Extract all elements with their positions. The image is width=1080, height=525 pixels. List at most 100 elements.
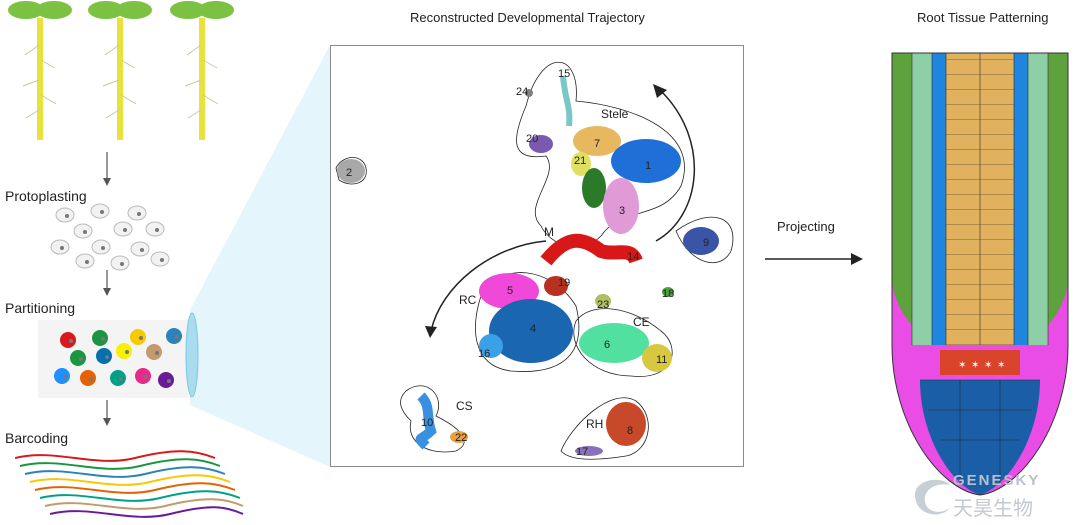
region-label-m: M (544, 225, 554, 239)
region-label-stele: Stele (601, 107, 629, 121)
droplet (135, 368, 151, 384)
cluster-3-points (603, 178, 639, 234)
cluster-label: 2 (346, 167, 352, 179)
cluster-label: 22 (455, 432, 467, 444)
arrowhead (425, 326, 437, 338)
seedlings-illustration (8, 1, 234, 140)
cluster-points (337, 75, 719, 456)
cluster-label: 1 (645, 160, 651, 172)
rc-region-outline (475, 272, 580, 372)
cluster-2-outline (335, 157, 367, 185)
cluster-17-points (575, 446, 603, 456)
region-label-cs: CS (456, 399, 473, 413)
seedling (170, 1, 234, 140)
cluster-label: 6 (604, 339, 610, 351)
region-label-ce: CE (633, 315, 650, 329)
rh-region-outline (560, 397, 649, 460)
projecting-arrow (765, 253, 863, 265)
qc-star-icon: ✶ (971, 360, 979, 371)
rc-trajectory-arrow (430, 240, 547, 332)
droplet (166, 328, 182, 344)
cluster-15-points (560, 75, 573, 127)
cluster-23-points (595, 294, 611, 308)
cluster-10-points (415, 392, 437, 450)
cluster-19-points (544, 276, 568, 296)
cluster-label: 19 (558, 277, 570, 289)
region-label-rc: RC (459, 293, 477, 307)
cluster-11-points (642, 344, 672, 372)
cluster-21-points (571, 152, 591, 176)
logo-mark-icon (915, 479, 950, 515)
step-barcoding-label: Barcoding (5, 430, 69, 446)
qc-star-icon: ✶ (958, 360, 966, 371)
cluster-20-points (529, 135, 553, 153)
droplet (158, 372, 174, 388)
droplet (70, 350, 86, 366)
cluster-label: 4 (530, 323, 536, 335)
seedling (8, 1, 72, 140)
projecting-label: Projecting (777, 219, 835, 234)
barcodes-illustration (15, 450, 244, 518)
droplet (80, 370, 96, 386)
right-panel-title: Root Tissue Patterning (917, 10, 1049, 25)
cluster-label: 18 (662, 288, 674, 300)
cluster-24-points (525, 89, 533, 97)
cluster-16-points (479, 334, 503, 358)
droplet (54, 368, 70, 384)
droplet (116, 343, 132, 359)
cs-region-outline (400, 385, 465, 453)
droplet (146, 344, 162, 360)
cluster-label: 11 (656, 354, 667, 366)
tsne-plot: Stele M RC CE CS RH 1 2 3 4 5 6 7 8 9 10… (330, 45, 744, 467)
cluster-label: 20 (526, 133, 538, 145)
cluster-label: 10 (421, 417, 433, 429)
cluster-9-outline (675, 216, 734, 264)
cluster-label: 21 (574, 155, 586, 167)
stele-trajectory-arrow (655, 90, 696, 242)
qc-star-icon: ✶ (997, 360, 1005, 371)
droplet (130, 329, 146, 345)
cluster-1-points (611, 139, 681, 183)
cluster-label: 7 (594, 138, 600, 150)
cluster-label: 3 (619, 205, 625, 217)
droplet (96, 348, 112, 364)
seedling (88, 1, 152, 140)
cluster-label: 17 (576, 446, 588, 458)
logo-chinese: 天昊生物 (953, 496, 1033, 520)
cluster-7-points (573, 126, 621, 156)
droplet (92, 330, 108, 346)
cluster-label: 14 (627, 251, 639, 263)
cluster-2-points (337, 159, 365, 183)
cluster-8-points (606, 402, 646, 446)
qc-star-icon: ✶ (984, 360, 992, 371)
cluster-label: 15 (558, 68, 570, 80)
cluster-label: 8 (627, 425, 633, 437)
droplet (60, 332, 76, 348)
quiescent-center (940, 350, 1020, 375)
cluster-22-points (450, 431, 468, 443)
genesky-logo: GENESKY 天昊生物 (905, 470, 1075, 520)
step-protoplasting-label: Protoplasting (5, 188, 87, 204)
cluster-6-points (579, 323, 649, 363)
region-label-rh: RH (586, 417, 603, 431)
droplets-illustration (54, 328, 182, 388)
cluster-label: 5 (507, 285, 513, 297)
droplet (110, 370, 126, 386)
cluster-label: 9 (703, 237, 709, 249)
cluster-label: 24 (516, 86, 528, 98)
cluster-14-points (540, 233, 643, 266)
cluster-18-points (662, 287, 674, 297)
center-panel-title: Reconstructed Developmental Trajectory (410, 10, 645, 25)
lens-and-zoom (185, 45, 330, 467)
cluster-label: 16 (478, 348, 490, 360)
flow-arrows (103, 152, 111, 426)
step-partitioning-label: Partitioning (5, 300, 76, 316)
tsne-scatter: Stele M RC CE CS RH 1 2 3 4 5 6 7 8 9 10… (335, 62, 734, 460)
cluster-9-points (683, 227, 719, 255)
root-tissue-diagram: ✶ ✶ ✶ ✶ (891, 52, 1069, 496)
columella (920, 380, 1040, 495)
arrowhead (653, 84, 667, 98)
cluster-label: 23 (597, 299, 609, 311)
cluster-12-points (582, 168, 606, 208)
cluster-4-points (489, 299, 573, 363)
